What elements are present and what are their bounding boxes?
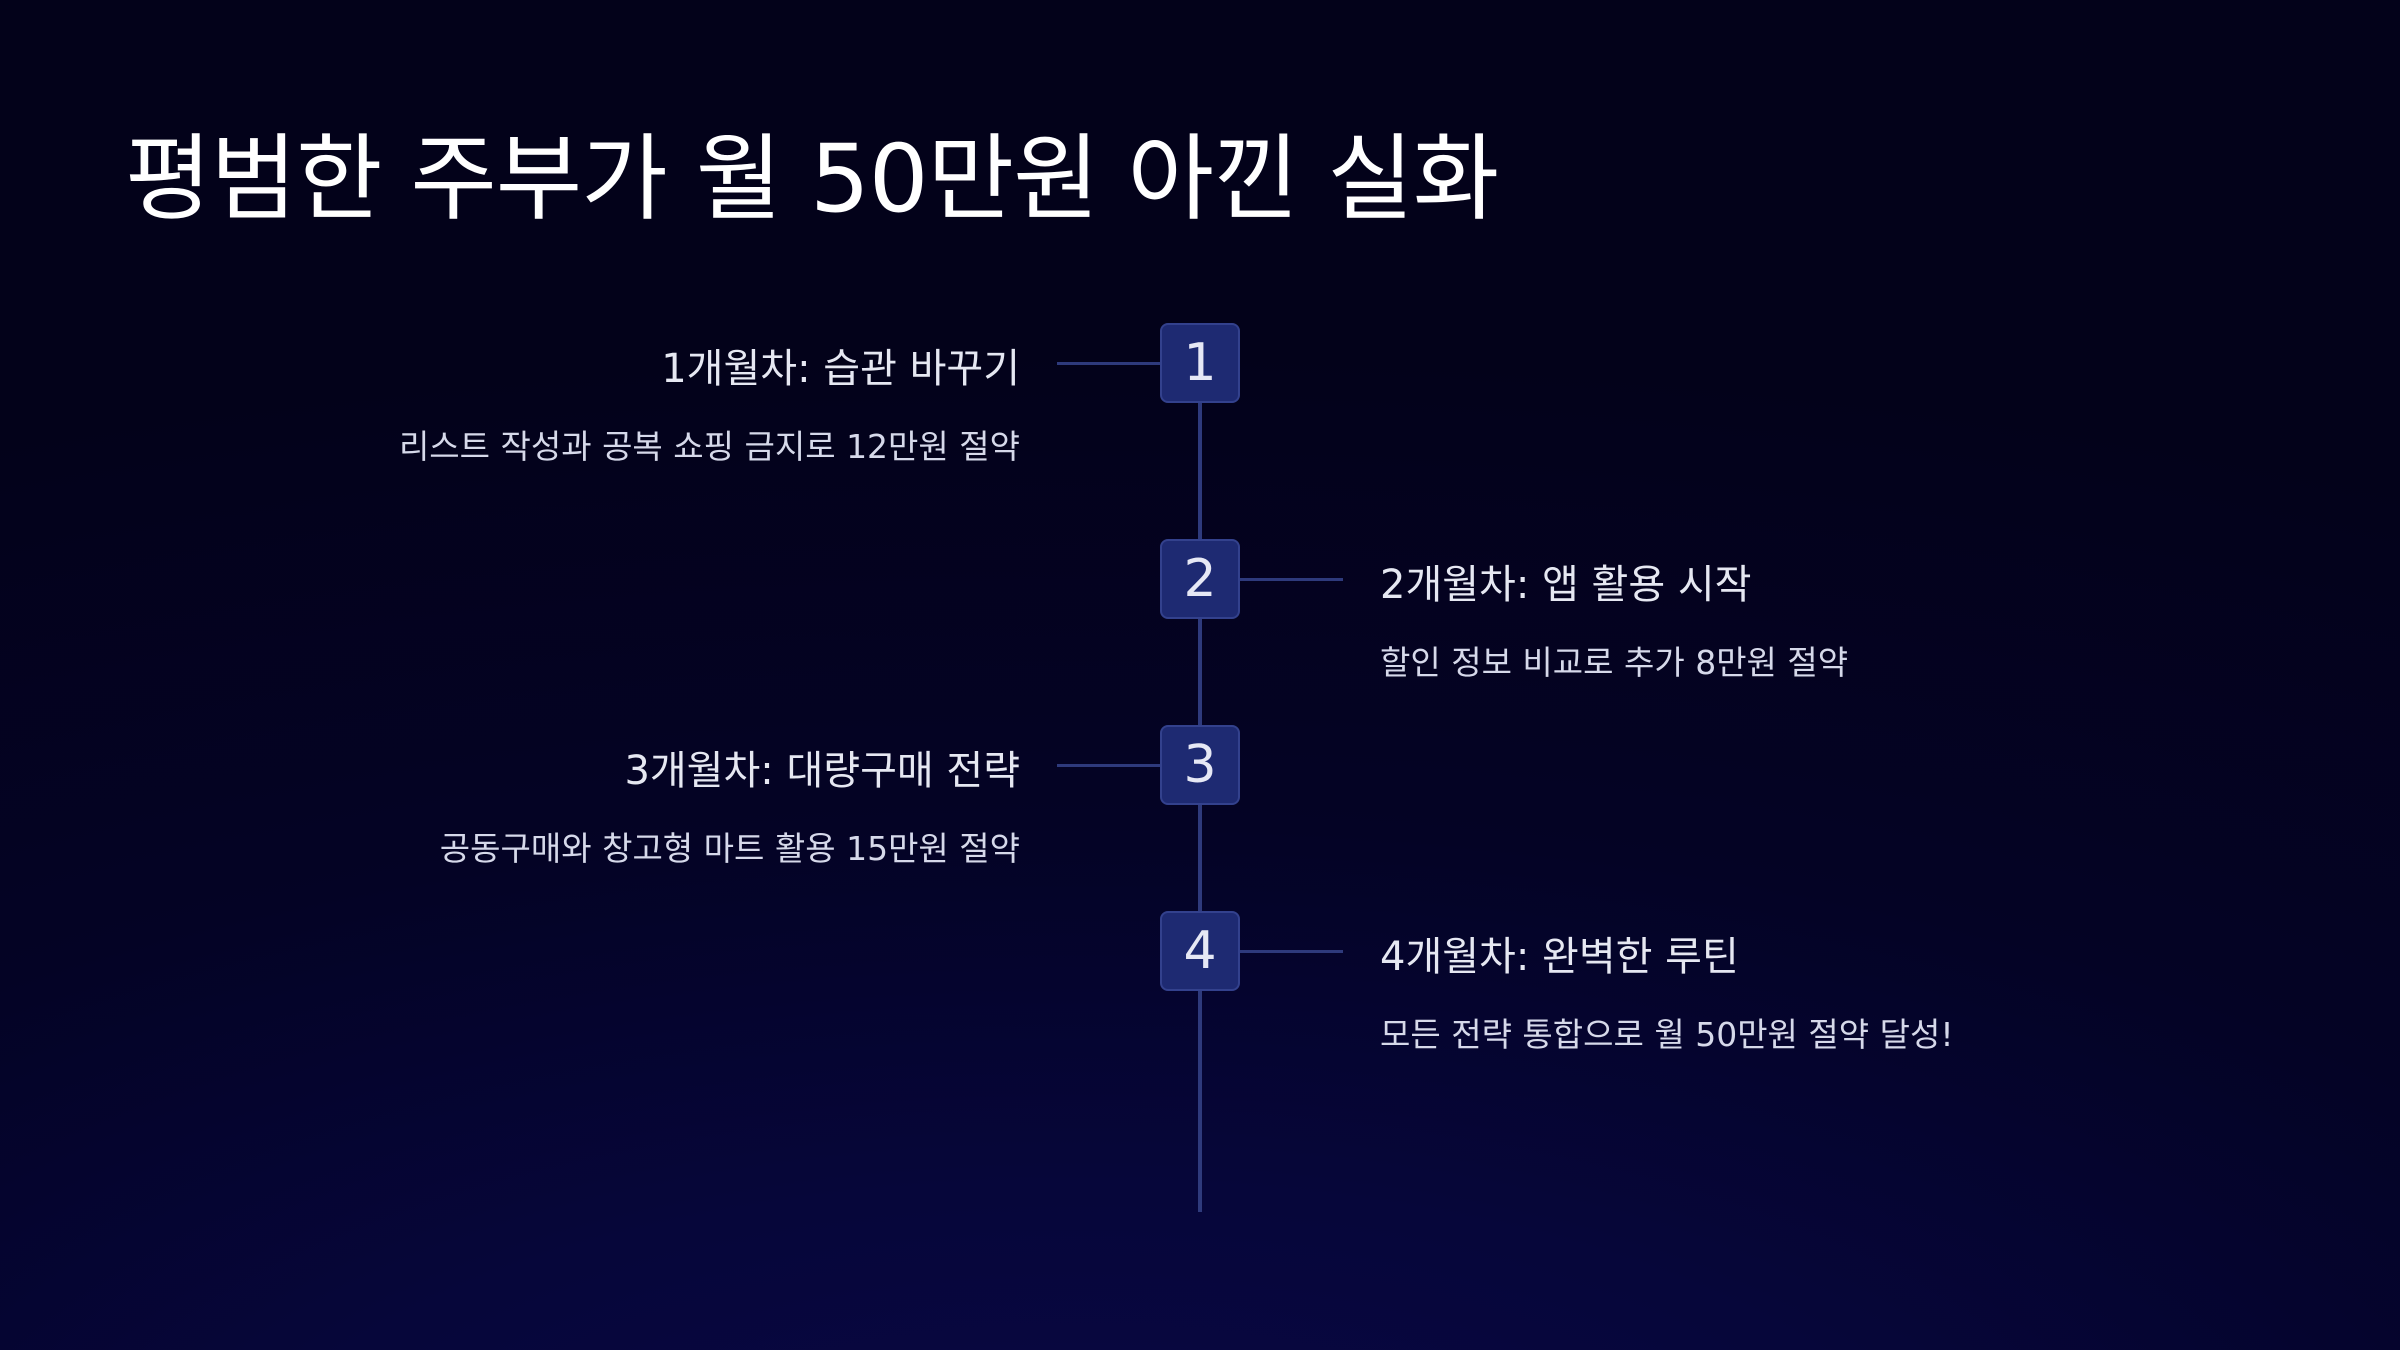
step-1-description: 리스트 작성과 공복 쇼핑 금지로 12만원 절약 (398, 427, 1020, 466)
slide-title: 평범한 주부가 월 50만원 아낀 실화 (125, 125, 1499, 234)
step-4-connector (1240, 950, 1343, 953)
step-4-title: 4개월차: 완벽한 루틴 (1380, 934, 1739, 980)
step-1-marker: 1 (1160, 323, 1240, 403)
step-1-connector (1057, 362, 1160, 365)
step-3-marker: 3 (1160, 725, 1240, 805)
step-3-description: 공동구매와 창고형 마트 활용 15만원 절약 (439, 829, 1020, 868)
step-2-connector (1240, 578, 1343, 581)
step-3-title: 3개월차: 대량구매 전략 (624, 748, 1020, 794)
step-3-connector (1057, 764, 1160, 767)
step-4-description: 모든 전략 통합으로 월 50만원 절약 달성! (1380, 1015, 1954, 1054)
step-2-marker: 2 (1160, 539, 1240, 619)
step-2-title: 2개월차: 앱 활용 시작 (1380, 562, 1752, 608)
step-4-marker: 4 (1160, 911, 1240, 991)
step-1-title: 1개월차: 습관 바꾸기 (661, 346, 1020, 392)
step-2-description: 할인 정보 비교로 추가 8만원 절약 (1380, 643, 1849, 682)
